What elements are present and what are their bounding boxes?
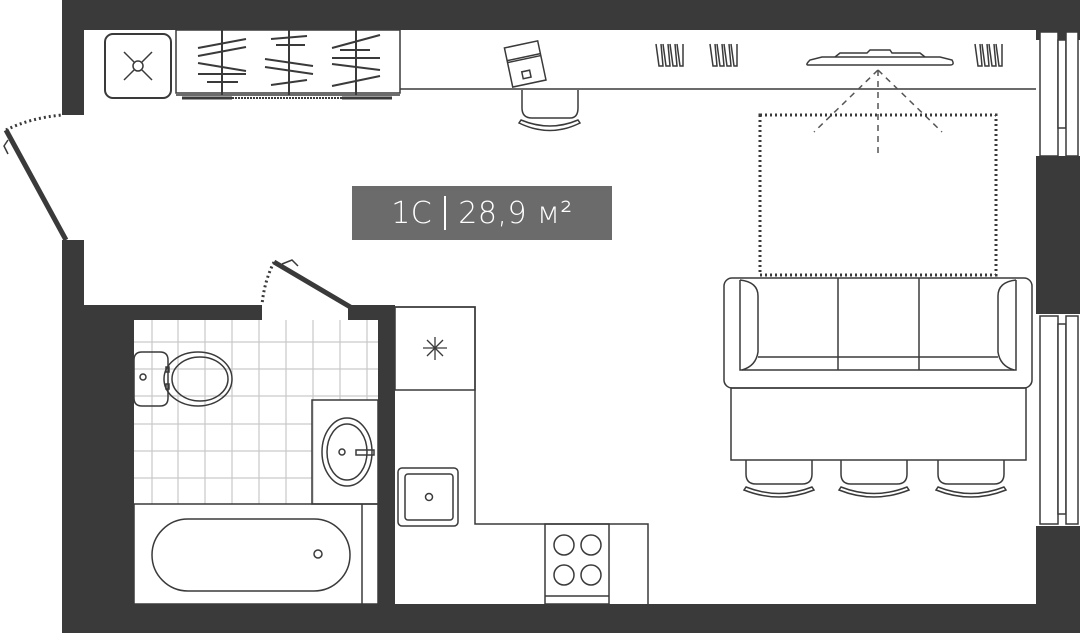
office-chair-icon <box>517 90 582 132</box>
bar-stools <box>742 460 1008 498</box>
tv-icon <box>806 49 954 66</box>
sofa-icon[interactable] <box>723 277 1033 389</box>
bathroom-tile-grid <box>134 320 378 504</box>
boiler-icon <box>104 33 172 99</box>
laptop-icon <box>503 39 547 88</box>
apartment-area: 28,9 м² <box>458 195 573 231</box>
window-upper <box>1039 31 1079 157</box>
radiator-icon <box>655 43 1003 67</box>
apartment-type: 1С <box>391 195 433 231</box>
bar-stool-icon <box>837 460 911 498</box>
kitchen-sink-icon <box>397 467 459 527</box>
window-lower <box>1039 315 1079 525</box>
bed-area <box>758 113 998 277</box>
label-separator <box>444 196 447 230</box>
cooktop-icon <box>544 523 610 605</box>
bathtub-icon <box>133 503 379 605</box>
bar-stool-icon <box>742 460 816 498</box>
washbasin-icon <box>311 399 379 505</box>
entrance-door[interactable] <box>3 113 69 242</box>
tv-viewing-angle <box>813 69 943 156</box>
fridge-icon <box>394 306 476 391</box>
wardrobe-icon <box>175 29 401 100</box>
bathroom-door[interactable] <box>260 259 354 311</box>
bar-stool-icon <box>934 460 1008 498</box>
apartment-label: 1С 28,9 м² <box>352 186 612 240</box>
toilet-icon <box>133 351 233 407</box>
kitchen-counter <box>395 306 649 604</box>
dining-table[interactable] <box>730 387 1027 461</box>
